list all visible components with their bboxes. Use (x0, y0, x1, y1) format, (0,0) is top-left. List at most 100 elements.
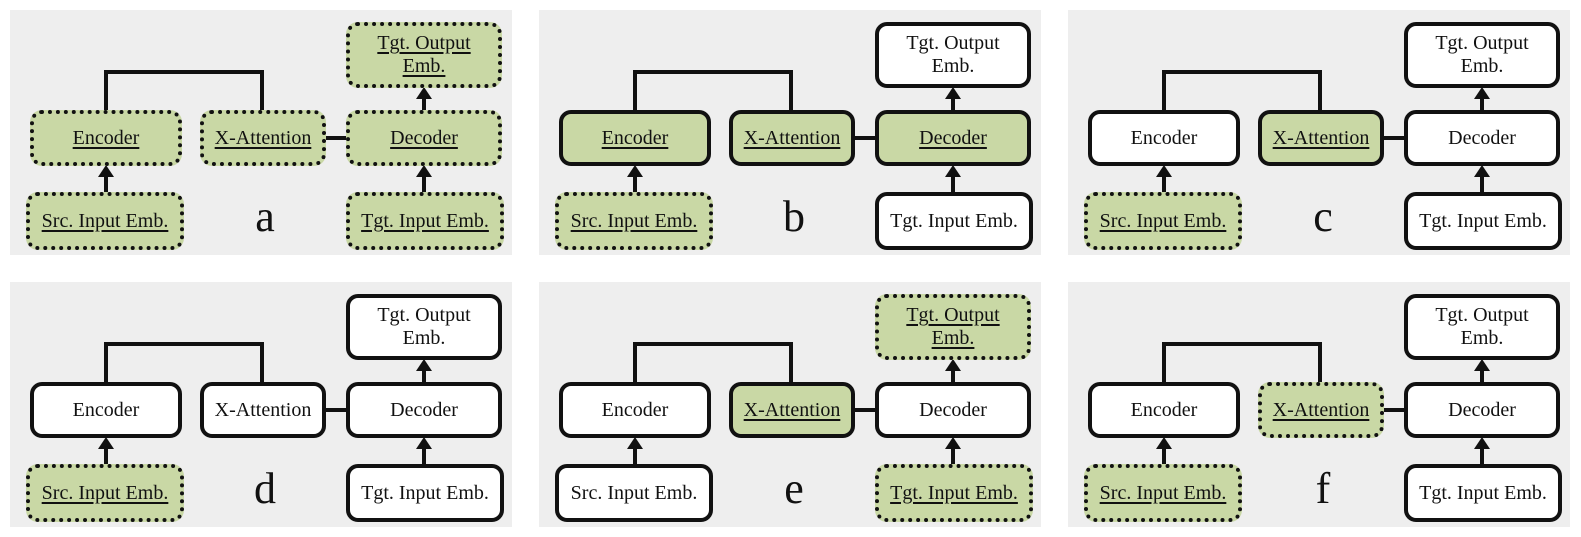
arrow-decoder-to-tgt-output (422, 370, 426, 382)
panel-letter: e (784, 464, 804, 513)
xattention-decoder-connector (1382, 408, 1406, 412)
box-src-input-emb: Src. Input Emb. (26, 464, 184, 522)
box-label: Encoder (72, 126, 140, 149)
box-decoder: Decoder (346, 110, 502, 166)
box-label: Src. Input Emb. (570, 209, 698, 232)
box-label: Tgt. Input Emb. (361, 481, 489, 504)
box-label: Decoder (919, 398, 987, 421)
encoder-bracket-right-segment (260, 70, 264, 110)
architecture-panel: Tgt. Output Emb. Encoder X-Attention Dec… (539, 282, 1041, 527)
box-label: Src. Input Emb. (41, 209, 169, 232)
box-tgt-input-emb: Tgt. Input Emb. (1404, 192, 1562, 250)
encoder-bracket-left-segment (633, 70, 637, 110)
encoder-bracket-right-segment (1318, 70, 1322, 110)
arrowhead-up-icon (98, 165, 114, 177)
box-x-attention: X-Attention (729, 110, 855, 166)
arrow-decoder-to-tgt-output (951, 370, 955, 382)
box-decoder: Decoder (346, 382, 502, 438)
xattention-decoder-connector (1382, 136, 1406, 140)
box-x-attention: X-Attention (1258, 382, 1384, 438)
arrow-tgt-input-to-decoder (422, 448, 426, 466)
box-src-input-emb: Src. Input Emb. (555, 192, 713, 250)
encoder-bracket-left-segment (104, 342, 108, 382)
box-label: Encoder (1130, 398, 1198, 421)
box-encoder: Encoder (559, 110, 711, 166)
arrow-decoder-to-tgt-output (1480, 370, 1484, 382)
box-label: Src. Input Emb. (1099, 209, 1227, 232)
box-label: Tgt. Output Emb. (906, 304, 1000, 349)
arrow-tgt-input-to-decoder (951, 176, 955, 194)
encoder-bracket-top-segment (1162, 342, 1322, 346)
box-label: Src. Input Emb. (570, 481, 698, 504)
arrowhead-up-icon (1474, 165, 1490, 177)
arrow-tgt-input-to-decoder (1480, 176, 1484, 194)
arrowhead-up-icon (416, 87, 432, 99)
arrow-src-input-to-encoder (633, 176, 637, 194)
arrow-src-input-to-encoder (1162, 448, 1166, 466)
box-tgt-input-emb: Tgt. Input Emb. (346, 464, 504, 522)
box-encoder: Encoder (559, 382, 711, 438)
panel-letter: c (1313, 192, 1333, 241)
arrowhead-up-icon (416, 359, 432, 371)
box-x-attention: X-Attention (200, 110, 326, 166)
box-label: Decoder (919, 126, 987, 149)
box-label: Tgt. Output Emb. (377, 32, 471, 77)
box-tgt-input-emb: Tgt. Input Emb. (875, 192, 1033, 250)
encoder-bracket-top-segment (1162, 70, 1322, 74)
xattention-decoder-connector (324, 408, 348, 412)
box-label: Tgt. Input Emb. (361, 209, 489, 232)
arrowhead-up-icon (945, 165, 961, 177)
arrowhead-up-icon (945, 437, 961, 449)
box-tgt-input-emb: Tgt. Input Emb. (875, 464, 1033, 522)
arrow-src-input-to-encoder (104, 448, 108, 466)
arrow-decoder-to-tgt-output (1480, 98, 1484, 110)
box-encoder: Encoder (1088, 382, 1240, 438)
box-label: Tgt. Input Emb. (1419, 209, 1547, 232)
arrow-tgt-input-to-decoder (1480, 448, 1484, 466)
architecture-panel: Tgt. Output Emb. Encoder X-Attention Dec… (539, 10, 1041, 255)
arrowhead-up-icon (1474, 87, 1490, 99)
box-label: X-Attention (214, 398, 312, 421)
box-encoder: Encoder (30, 382, 182, 438)
panel-letter: f (1315, 464, 1331, 513)
arrow-src-input-to-encoder (1162, 176, 1166, 194)
panel-letter: d (254, 464, 276, 513)
box-tgt-output-emb: Tgt. Output Emb. (346, 294, 502, 360)
arrowhead-up-icon (627, 437, 643, 449)
encoder-bracket-top-segment (633, 342, 793, 346)
box-decoder: Decoder (875, 110, 1031, 166)
box-encoder: Encoder (30, 110, 182, 166)
encoder-bracket-left-segment (104, 70, 108, 110)
arrowhead-up-icon (416, 165, 432, 177)
box-tgt-output-emb: Tgt. Output Emb. (346, 22, 502, 88)
box-decoder: Decoder (875, 382, 1031, 438)
box-label: Tgt. Input Emb. (1419, 481, 1547, 504)
box-label: X-Attention (1272, 126, 1370, 149)
box-label: Decoder (1448, 126, 1516, 149)
box-label: Src. Input Emb. (41, 481, 169, 504)
box-label: Src. Input Emb. (1099, 481, 1227, 504)
arrowhead-up-icon (1156, 165, 1172, 177)
box-label: X-Attention (214, 126, 312, 149)
box-src-input-emb: Src. Input Emb. (1084, 464, 1242, 522)
arrow-tgt-input-to-decoder (951, 448, 955, 466)
encoder-bracket-right-segment (789, 70, 793, 110)
encoder-bracket-top-segment (633, 70, 793, 74)
box-label: Tgt. Output Emb. (377, 304, 471, 349)
box-tgt-input-emb: Tgt. Input Emb. (346, 192, 504, 250)
box-tgt-output-emb: Tgt. Output Emb. (1404, 294, 1560, 360)
box-tgt-input-emb: Tgt. Input Emb. (1404, 464, 1562, 522)
box-tgt-output-emb: Tgt. Output Emb. (875, 294, 1031, 360)
arrowhead-up-icon (627, 165, 643, 177)
arrow-src-input-to-encoder (633, 448, 637, 466)
box-label: Encoder (601, 398, 669, 421)
box-src-input-emb: Src. Input Emb. (555, 464, 713, 522)
arrowhead-up-icon (945, 359, 961, 371)
box-x-attention: X-Attention (1258, 110, 1384, 166)
box-src-input-emb: Src. Input Emb. (1084, 192, 1242, 250)
panel-letter: b (783, 192, 805, 241)
box-label: X-Attention (743, 126, 841, 149)
box-label: Tgt. Input Emb. (890, 209, 1018, 232)
arrowhead-up-icon (1156, 437, 1172, 449)
